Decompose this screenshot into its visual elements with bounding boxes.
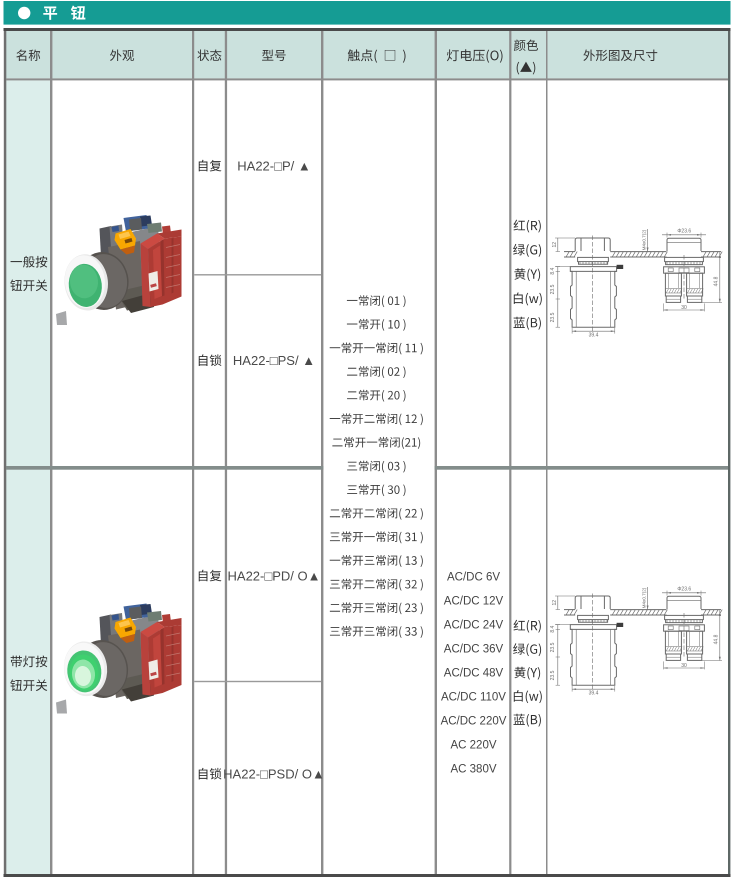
svg-text:23.5: 23.5 (550, 312, 556, 322)
svg-text:Φ23.6: Φ23.6 (677, 229, 691, 235)
svg-text:30: 30 (681, 305, 687, 311)
svg-text:HA22-□PSD/ O▲: HA22-□PSD/ O▲ (223, 767, 325, 782)
svg-text:39.4: 39.4 (589, 333, 599, 339)
svg-text:AC/DC 24V: AC/DC 24V (444, 620, 504, 632)
svg-text:8.4: 8.4 (550, 268, 556, 275)
svg-text:12: 12 (552, 242, 558, 248)
svg-text:AC/DC 36V: AC/DC 36V (444, 644, 504, 656)
svg-text:AC 220V: AC 220V (450, 740, 496, 752)
svg-text:M4x0.7(2): M4x0.7(2) (642, 229, 647, 250)
svg-text:HA22-□PD/ O▲: HA22-□PD/ O▲ (228, 569, 321, 584)
svg-text:23.5: 23.5 (550, 284, 556, 294)
svg-text:AC/DC 12V: AC/DC 12V (444, 596, 504, 608)
svg-text:AC/DC 6V: AC/DC 6V (447, 572, 500, 584)
svg-text:AC/DC 110V: AC/DC 110V (441, 692, 506, 704)
svg-text:AC 380V: AC 380V (450, 764, 496, 776)
svg-text:HA22-□P/ ▲: HA22-□P/ ▲ (237, 159, 310, 174)
svg-text:AC/DC 220V: AC/DC 220V (441, 716, 507, 728)
svg-text:HA22-□PS/ ▲: HA22-□PS/ ▲ (233, 353, 315, 368)
svg-text:44.8: 44.8 (714, 276, 720, 286)
svg-text:AC/DC 48V: AC/DC 48V (444, 668, 504, 680)
